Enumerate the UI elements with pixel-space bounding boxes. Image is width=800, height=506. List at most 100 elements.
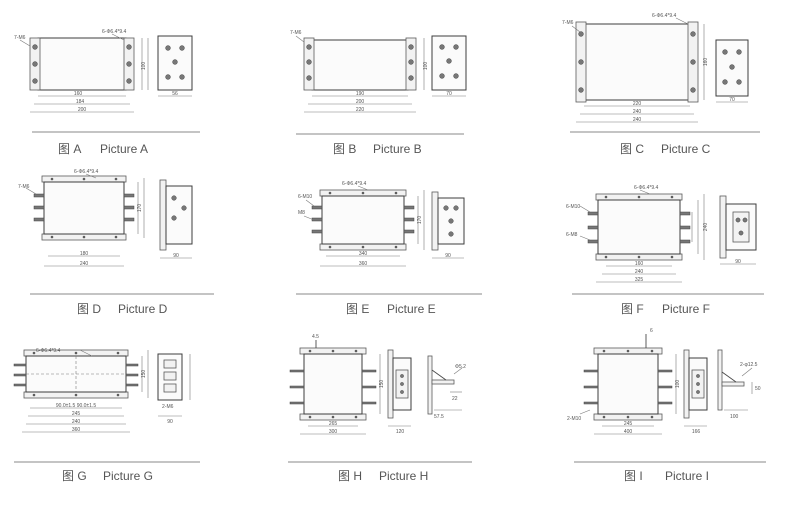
- picture-i-front-view: 6 2-M10 245 400 100: [567, 328, 681, 435]
- picture-h-label-en: Picture H: [379, 469, 428, 483]
- picture-a-label-cn: 图 A: [58, 142, 81, 156]
- picture-a-side-view: 56: [157, 35, 193, 97]
- picture-i-bracket-view: 2-φ12.5 100 50: [717, 349, 761, 420]
- picture-f-dim-2: 240: [635, 269, 644, 275]
- picture-d-dim-2: 240: [80, 261, 89, 267]
- picture-i: 6 2-M10 245 400 100 166 2-φ12.5 100 50 图: [567, 328, 766, 483]
- picture-h-dim-3: 57.5: [434, 414, 444, 420]
- picture-f-note-3: 6-M8: [566, 232, 578, 238]
- picture-d-side-view: 90: [159, 179, 193, 259]
- picture-b-label-en: Picture B: [373, 142, 422, 156]
- picture-g-label-cn: 图 G: [62, 469, 87, 483]
- picture-d-label-en: Picture D: [118, 302, 168, 316]
- picture-h-dim-1: 265: [329, 421, 338, 427]
- picture-a: 7-M6 6-Φ6.4*9.4 160 184 200 100 56 图 A P…: [14, 29, 200, 156]
- picture-b-dim-4: 100: [423, 62, 429, 71]
- picture-e-dim-5: 90: [445, 253, 451, 259]
- picture-g-dim-3: 360: [72, 427, 81, 433]
- picture-g: 6-Φ6.4*9.4 90.0±1.5 90.0±1.5 245 240 360…: [13, 348, 200, 483]
- picture-i-dim-3: 100: [730, 414, 739, 420]
- picture-i-dim-1: 245: [624, 421, 633, 427]
- picture-g-side-view: 2-M6 90: [157, 353, 191, 425]
- picture-f-note-1: 6-M10: [566, 204, 580, 210]
- picture-f-side-view: 90: [719, 195, 757, 265]
- picture-h-dim-5: 120: [396, 429, 405, 435]
- picture-d-note-2: 6-Φ6.4*9.4: [74, 169, 99, 175]
- picture-b-note-1: 7-M6: [290, 30, 302, 36]
- picture-d-note-1: 7-M6: [18, 184, 30, 190]
- picture-h: 4.5 265 300 150 120 Φ5.2 22 57.5 图 H Pic…: [288, 334, 472, 483]
- picture-d-dim-4: 170: [137, 204, 143, 213]
- picture-h-note-2: Φ5.2: [455, 364, 466, 370]
- picture-d-dim-1: 180: [80, 251, 89, 257]
- picture-g-dim-2: 240: [72, 419, 81, 425]
- picture-i-note-2: 2-φ12.5: [740, 362, 758, 368]
- picture-e-dim-1: 340: [359, 251, 368, 257]
- picture-h-note-1: 4.5: [312, 334, 319, 340]
- picture-a-note-2: 6-Φ6.4*9.4: [102, 29, 127, 35]
- picture-f-dim-4: 240: [703, 223, 709, 232]
- picture-i-label-en: Picture I: [665, 469, 709, 483]
- picture-g-front-view: 6-Φ6.4*9.4 90.0±1.5 90.0±1.5 245 240 360…: [13, 348, 149, 433]
- picture-d-label-cn: 图 D: [77, 302, 101, 316]
- picture-b-dim-3: 220: [356, 107, 365, 113]
- picture-c-label-cn: 图 C: [620, 142, 644, 156]
- picture-e-front-view: 6-M10 M8 6-Φ6.4*9.4 340 360 170: [298, 181, 425, 267]
- picture-c-dim-4: 160: [703, 58, 709, 67]
- picture-h-label-cn: 图 H: [338, 469, 362, 483]
- picture-e: 6-M10 M8 6-Φ6.4*9.4 340 360 170 90 图 E P…: [296, 181, 482, 316]
- picture-c-note-2: 6-Φ6.4*9.4: [652, 13, 677, 19]
- picture-a-front-view: 7-M6 6-Φ6.4*9.4 160 184 200 100: [14, 29, 149, 113]
- picture-b-side-view: 70: [431, 35, 467, 97]
- picture-i-label-cn: 图 I: [624, 469, 643, 483]
- picture-f-dim-3: 325: [635, 277, 644, 283]
- picture-b-dim-1: 190: [356, 91, 365, 97]
- picture-c-dim-1: 220: [633, 101, 642, 107]
- picture-c-dim-3: 240: [633, 117, 642, 123]
- picture-e-note-2: 6-Φ6.4*9.4: [342, 181, 367, 187]
- picture-f-label-cn: 图 F: [621, 302, 644, 316]
- picture-h-dim-6: 22: [452, 396, 458, 402]
- picture-f-label-en: Picture F: [662, 302, 710, 316]
- picture-a-dim-1: 160: [74, 91, 83, 97]
- picture-d-dim-5: 90: [173, 253, 179, 259]
- picture-i-note-1: 6: [650, 328, 653, 334]
- picture-e-dim-4: 170: [417, 216, 423, 225]
- picture-e-label-cn: 图 E: [346, 302, 369, 316]
- picture-g-note-2: 2-M6: [162, 404, 174, 410]
- picture-d-front-view: 7-M6 6-Φ6.4*9.4 180 240 170: [18, 169, 145, 267]
- picture-f-note-2: 6-Φ6.4*9.4: [634, 185, 659, 191]
- picture-b-front-view: 7-M6 190 200 220 100: [290, 30, 429, 113]
- picture-c-front-view: 7-M6 6-Φ6.4*9.4 220 240 240 160: [562, 13, 709, 123]
- picture-h-dim-2: 300: [329, 429, 338, 435]
- picture-c-label-en: Picture C: [661, 142, 711, 156]
- picture-e-side-view: 90: [431, 191, 465, 259]
- picture-i-dim-2: 400: [624, 429, 633, 435]
- picture-e-label-en: Picture E: [387, 302, 436, 316]
- picture-c: 7-M6 6-Φ6.4*9.4 220 240 240 160 70 图 C P…: [562, 13, 760, 156]
- picture-i-side-view: 166: [683, 349, 708, 435]
- picture-f-dim-1: 160: [635, 261, 644, 267]
- picture-d: 7-M6 6-Φ6.4*9.4 180 240 170 90 图 D Pictu…: [18, 169, 214, 316]
- picture-f: 6-M10 6-M8 6-Φ6.4*9.4 160 240 325 240 90…: [566, 185, 764, 316]
- picture-i-dim-4: 100: [675, 380, 681, 389]
- picture-g-dim-4: 150: [141, 370, 147, 379]
- picture-g-dim-1: 245: [72, 411, 81, 417]
- picture-g-note-1: 6-Φ6.4*9.4: [36, 348, 61, 354]
- picture-b: 7-M6 190 200 220 100 70 图 B Picture B: [290, 30, 467, 156]
- picture-a-note-1: 7-M6: [14, 35, 26, 41]
- picture-e-note-3: M8: [298, 210, 305, 216]
- picture-b-dim-5: 70: [446, 91, 452, 97]
- picture-a-dim-2: 184: [76, 99, 85, 105]
- picture-i-dim-6: 50: [755, 386, 761, 392]
- picture-g-dim-5: 90: [167, 419, 173, 425]
- picture-c-dim-2: 240: [633, 109, 642, 115]
- picture-e-note-1: 6-M10: [298, 194, 312, 200]
- picture-i-note-3: 2-M10: [567, 416, 581, 422]
- picture-a-dim-5: 56: [172, 91, 178, 97]
- picture-f-dim-5: 90: [735, 259, 741, 265]
- picture-g-dim-0: 90.0±1.5 90.0±1.5: [56, 403, 96, 409]
- picture-g-label-en: Picture G: [103, 469, 153, 483]
- picture-a-dim-3: 200: [78, 107, 87, 113]
